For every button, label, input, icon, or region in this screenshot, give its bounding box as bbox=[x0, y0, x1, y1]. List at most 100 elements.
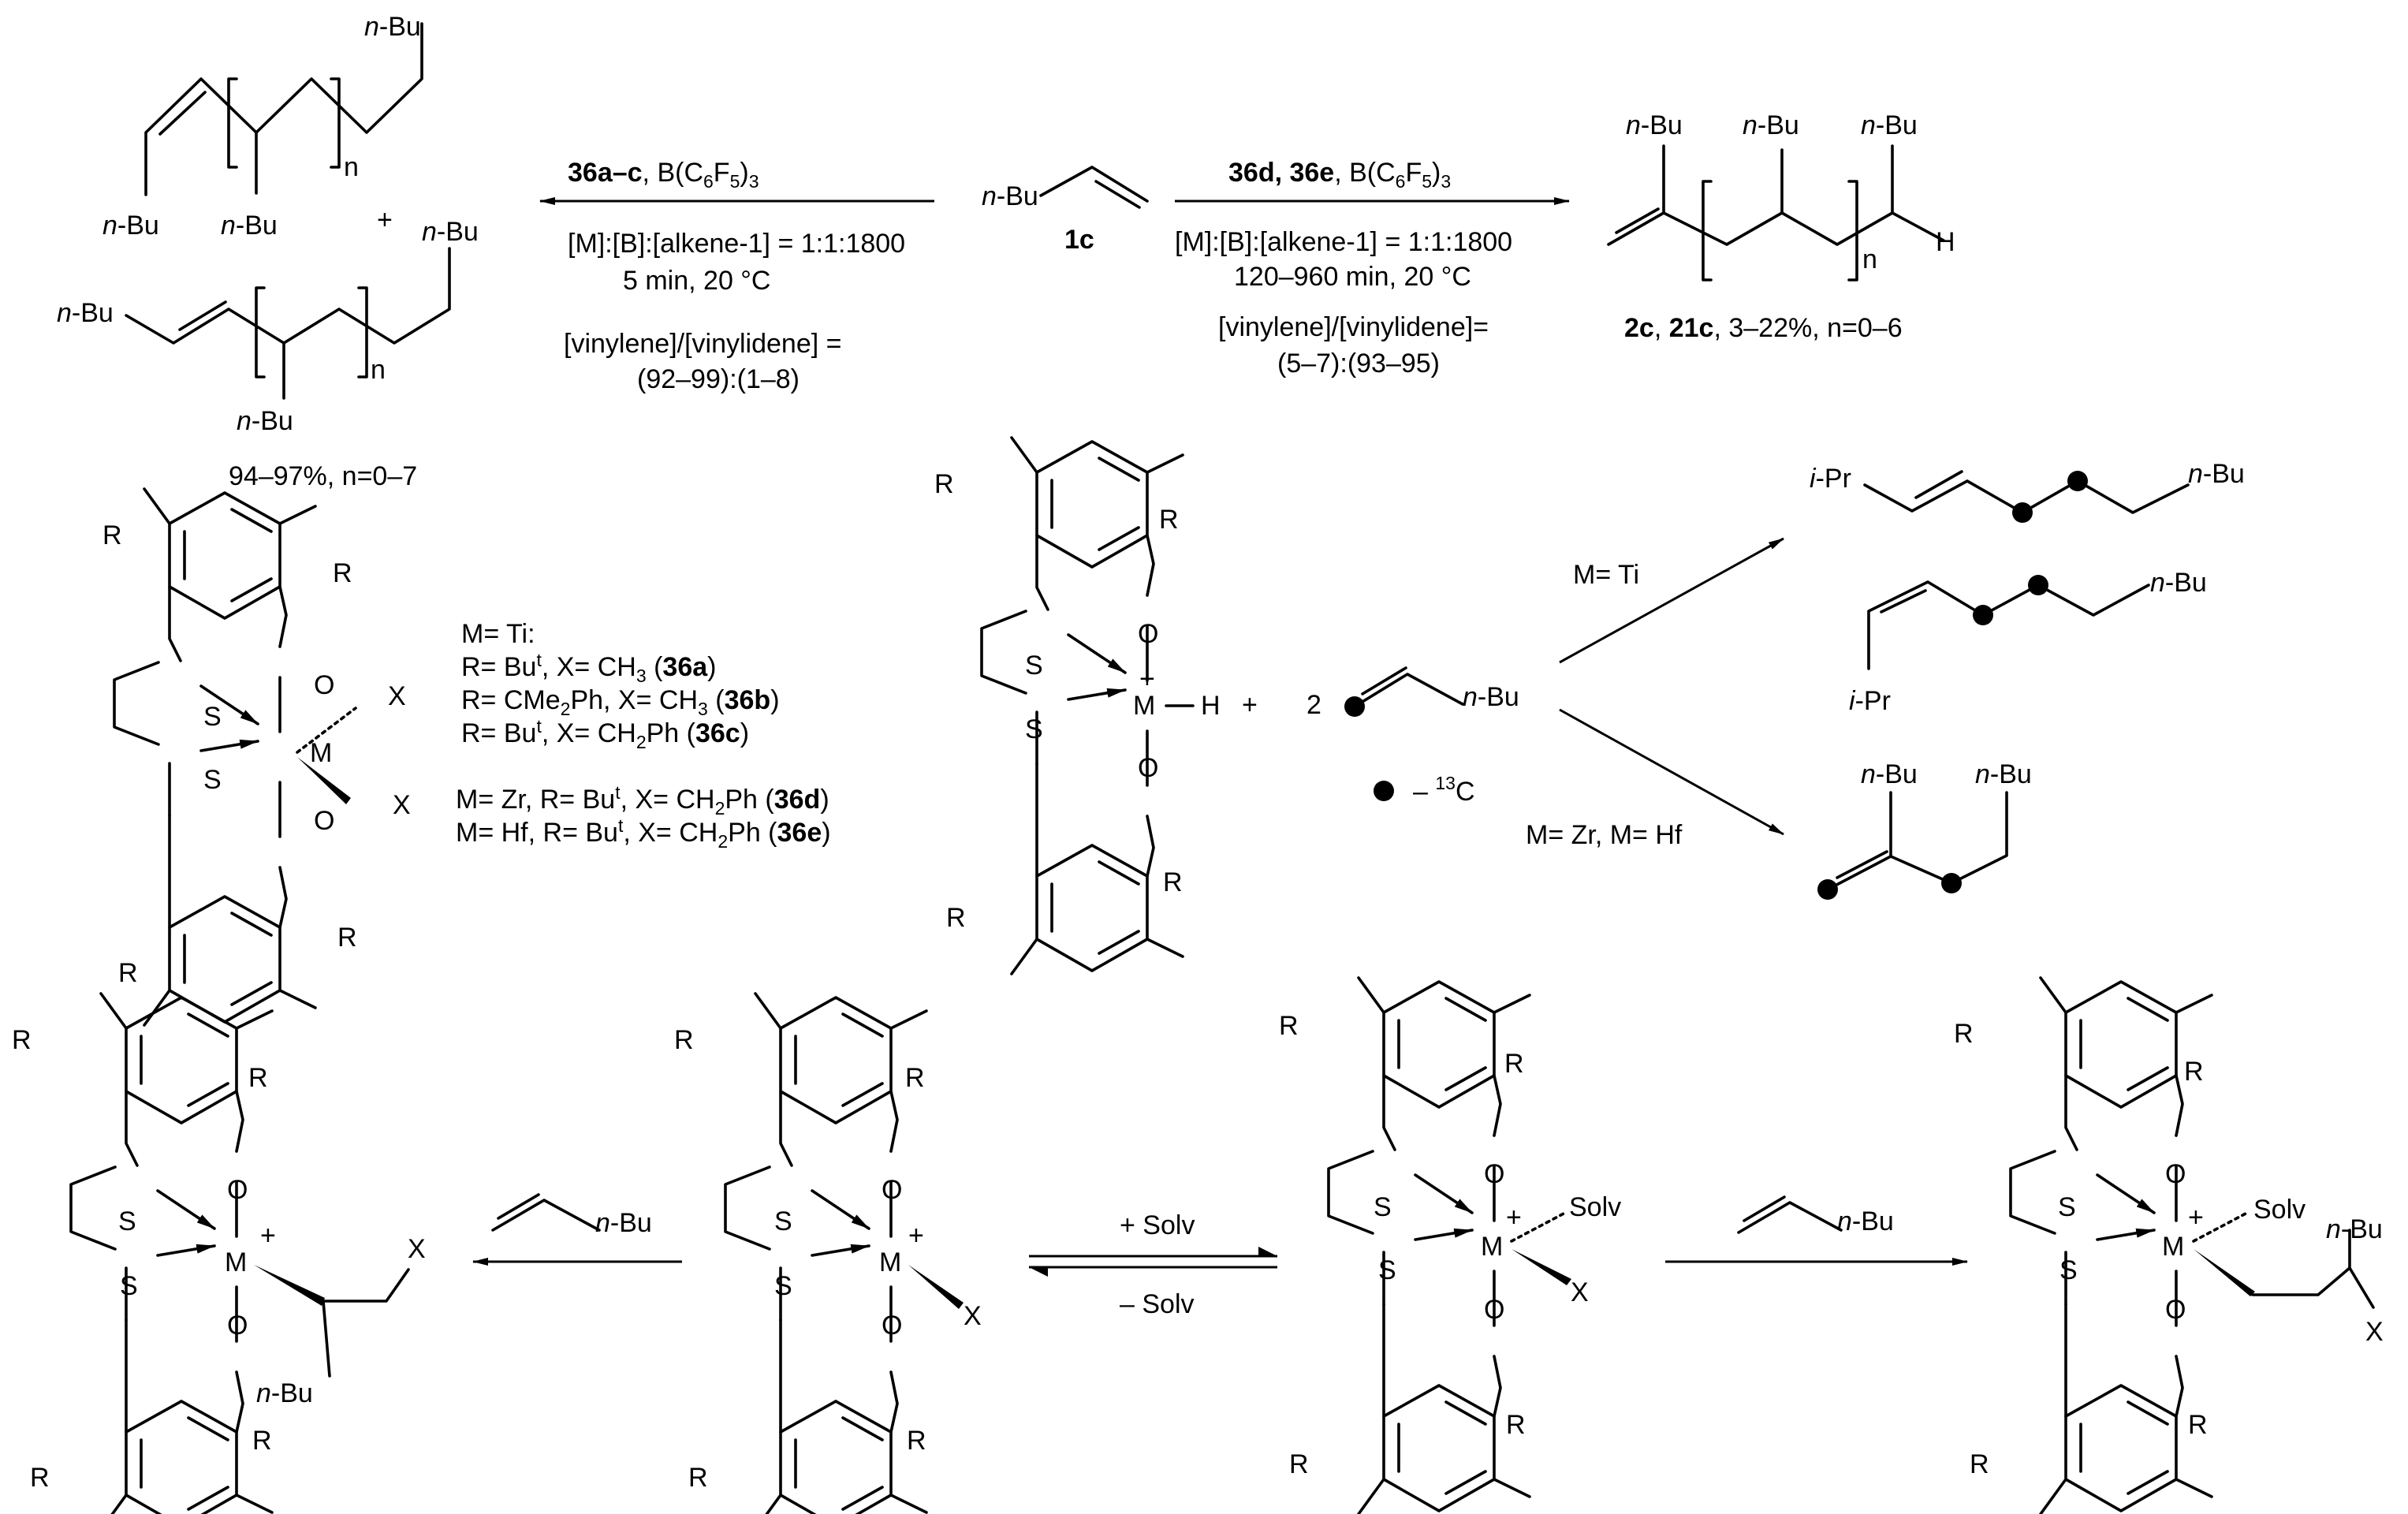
atom-r: R bbox=[674, 1025, 694, 1055]
nbu-suffix: -Bu bbox=[1641, 110, 1683, 140]
nbu-suffix: -Bu bbox=[1852, 1206, 1894, 1236]
atom-x: X bbox=[393, 790, 411, 820]
svg-text:– 13C: – 13C bbox=[1413, 773, 1475, 807]
atom-r: R bbox=[2184, 1057, 2204, 1087]
label-text: – bbox=[1413, 777, 1435, 807]
code: 36b bbox=[725, 685, 771, 715]
paren: ) bbox=[740, 718, 749, 748]
legend-text: Ph ( bbox=[728, 818, 777, 848]
legend-text: Ph, X= CH bbox=[570, 685, 698, 715]
paren: ) bbox=[820, 785, 829, 815]
nbu-suffix: -Bu bbox=[1478, 682, 1519, 712]
svg-text:n-Bu: n-Bu bbox=[1837, 1206, 1894, 1236]
catalyst-rest: , B(C bbox=[643, 158, 703, 188]
sup: t bbox=[618, 815, 624, 836]
nbu-n: n bbox=[1975, 759, 1990, 789]
legend-text: R= CMe bbox=[461, 685, 561, 715]
nbu-n: n bbox=[237, 406, 252, 436]
atom-x: X bbox=[2365, 1317, 2384, 1347]
legend-text: M= Zr, R= Bu bbox=[456, 785, 615, 815]
atom-r: R bbox=[118, 958, 138, 988]
atom-r: R bbox=[1504, 1049, 1524, 1079]
atom-o: O bbox=[882, 1311, 902, 1341]
nbu-n: n bbox=[256, 1378, 271, 1408]
legend-text: ( bbox=[708, 685, 725, 715]
legend-text: R= Bu bbox=[461, 652, 536, 682]
atom-r: R bbox=[1159, 505, 1179, 535]
svg-text:i-Pr: i-Pr bbox=[1810, 464, 1851, 494]
atom-m: M bbox=[879, 1247, 901, 1277]
atom-o: O bbox=[882, 1175, 902, 1205]
legend-text: , X= CH bbox=[623, 818, 718, 848]
atom-solv: Solv bbox=[1569, 1192, 1621, 1222]
ti-label: M= Ti bbox=[1573, 560, 1639, 590]
equilibrium-arrows bbox=[1029, 1247, 1277, 1277]
arrow-zrhf bbox=[1559, 708, 1784, 836]
nbu-n: n bbox=[1861, 759, 1876, 789]
legend-text: ( bbox=[647, 652, 663, 682]
svg-text:n-Bu: n-Bu bbox=[1463, 682, 1519, 712]
atom-m: M bbox=[310, 738, 332, 768]
svg-text:n-Bu: n-Bu bbox=[595, 1208, 652, 1238]
atom-o: O bbox=[227, 1311, 248, 1341]
catalyst-rest: , B(C bbox=[1334, 158, 1395, 188]
atom-r: R bbox=[934, 469, 954, 499]
plus-sign: + bbox=[377, 205, 393, 235]
atom-r: R bbox=[2188, 1410, 2208, 1440]
atom-r: R bbox=[252, 1426, 272, 1456]
nbu-suffix: -Bu bbox=[437, 217, 479, 247]
sub: 2 bbox=[715, 798, 725, 819]
atom-s: S bbox=[203, 765, 222, 795]
sub: 3 bbox=[636, 666, 647, 686]
svg-text:R= But, X= CH2Ph (36c): R= But, X= CH2Ph (36c) bbox=[461, 716, 749, 752]
atom-o: O bbox=[2165, 1295, 2186, 1325]
code: 36e bbox=[777, 818, 822, 848]
sub: 3 bbox=[1441, 171, 1451, 192]
sub: 3 bbox=[749, 171, 759, 192]
nbu-n: n bbox=[1463, 682, 1478, 712]
nbu-n: n bbox=[595, 1208, 610, 1238]
svg-text:36a–c, B(C6F5)3: 36a–c, B(C6F5)3 bbox=[568, 158, 759, 192]
right-sel2: (5–7):(93–95) bbox=[1277, 349, 1440, 378]
hydrogen: H bbox=[1936, 227, 1955, 257]
atom-s: S bbox=[1374, 1192, 1392, 1222]
atom-s: S bbox=[203, 702, 222, 732]
nbu-suffix: -Bu bbox=[1990, 759, 2032, 789]
ti-product-trans bbox=[1863, 470, 2190, 523]
nbu-suffix: -Bu bbox=[1876, 110, 1918, 140]
sup: t bbox=[615, 782, 621, 803]
atom-s: S bbox=[2058, 1192, 2076, 1222]
svg-text:n-Bu: n-Bu bbox=[982, 181, 1038, 211]
atom-x: X bbox=[408, 1234, 426, 1264]
nbu-suffix: -Bu bbox=[1876, 759, 1918, 789]
zrhf-product bbox=[1817, 791, 2008, 900]
nbu-suffix: -Bu bbox=[271, 1378, 313, 1408]
charge-plus: + bbox=[1139, 664, 1155, 694]
paren: ) bbox=[770, 685, 779, 715]
c13-marker bbox=[1374, 781, 1394, 801]
svg-text:R= CMe2Ph, X= CH3 (36b): R= CMe2Ph, X= CH3 (36b) bbox=[461, 685, 780, 719]
atom-x: X bbox=[1571, 1277, 1589, 1307]
code: 36a bbox=[662, 652, 708, 682]
ipr-suffix: -Pr bbox=[1816, 464, 1851, 494]
atom-s: S bbox=[120, 1271, 138, 1301]
svg-text:n-Bu: n-Bu bbox=[57, 298, 114, 328]
sub: 2 bbox=[561, 699, 571, 719]
code: 36c bbox=[695, 718, 740, 748]
atom-o: O bbox=[314, 806, 334, 836]
zrhf-label: M= Zr, M= Hf bbox=[1526, 820, 1683, 850]
atom-s: S bbox=[1025, 651, 1043, 681]
atom-m: M bbox=[2162, 1232, 2184, 1262]
svg-text:n-Bu: n-Bu bbox=[221, 211, 278, 241]
solvated-insertion-complex bbox=[2011, 978, 2375, 1514]
svg-text:n-Bu: n-Bu bbox=[422, 217, 479, 247]
atom-o: O bbox=[227, 1175, 248, 1205]
atom-s: S bbox=[2059, 1255, 2078, 1285]
solvated-complex bbox=[1329, 978, 1571, 1514]
atom-x: X bbox=[388, 681, 406, 711]
paren: ) bbox=[740, 158, 748, 188]
legend-text: , X= CH bbox=[542, 718, 636, 748]
svg-text:n-Bu: n-Bu bbox=[1626, 110, 1683, 140]
paren: ) bbox=[822, 818, 830, 848]
precatalyst-atoms: R R O S M X S X O R R bbox=[103, 520, 411, 988]
